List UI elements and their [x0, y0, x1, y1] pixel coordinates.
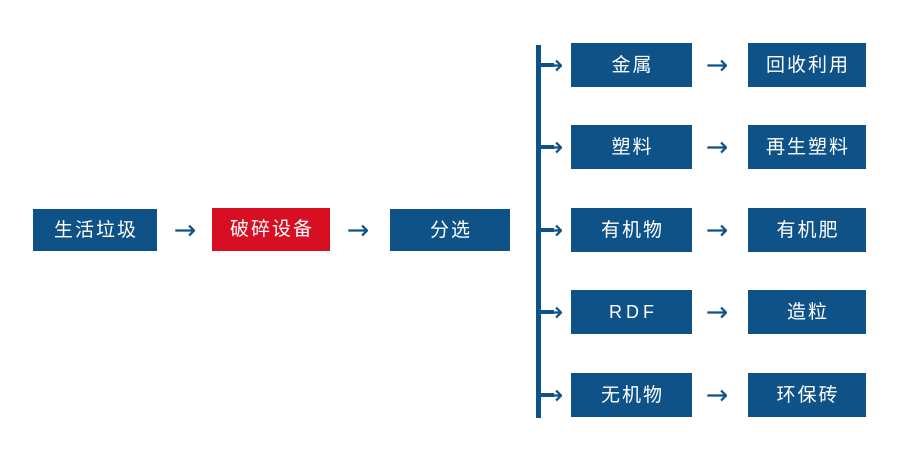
arrow-main-1-icon: → — [338, 209, 378, 251]
branch-arrow-1-icon: → — [534, 126, 570, 168]
arrow-glyph: → — [705, 49, 729, 81]
branch-stub-2 — [536, 228, 554, 232]
arrow-glyph: → — [540, 379, 564, 411]
arrow-branch-0-icon: → — [697, 44, 737, 86]
arrow-glyph: → — [705, 296, 729, 328]
node-branch-product-1[interactable]: 再生塑料 — [748, 125, 866, 169]
branch-stub-1 — [536, 145, 554, 149]
arrow-glyph: → — [540, 131, 564, 163]
node-branch-fraction-0-label: 金属 — [611, 54, 654, 76]
arrow-glyph: → — [705, 379, 729, 411]
arrow-glyph: → — [173, 214, 197, 246]
arrow-glyph: → — [540, 49, 564, 81]
node-main-2-label: 分选 — [429, 219, 472, 241]
node-branch-product-2[interactable]: 有机肥 — [748, 208, 866, 252]
arrow-glyph: → — [540, 296, 564, 328]
node-branch-fraction-3-label: RDF — [609, 302, 658, 322]
arrow-glyph: → — [705, 131, 729, 163]
node-branch-product-0-label: 回收利用 — [765, 54, 850, 76]
arrow-glyph: → — [540, 214, 564, 246]
node-branch-fraction-1-label: 塑料 — [611, 136, 654, 158]
node-main-1[interactable]: 破碎设备 — [212, 208, 330, 251]
branch-arrow-4-icon: → — [534, 374, 570, 416]
branch-arrow-3-icon: → — [534, 291, 570, 333]
node-main-1-label: 破碎设备 — [229, 219, 314, 240]
branch-arrow-0-icon: → — [534, 44, 570, 86]
node-branch-product-4[interactable]: 环保砖 — [748, 373, 866, 417]
arrow-branch-1-icon: → — [697, 126, 737, 168]
node-branch-product-0[interactable]: 回收利用 — [748, 43, 866, 87]
node-branch-product-3[interactable]: 造粒 — [748, 290, 866, 334]
branch-stub-3 — [536, 310, 554, 314]
node-branch-fraction-4-label: 无机物 — [600, 384, 664, 406]
node-branch-fraction-0[interactable]: 金属 — [571, 43, 692, 87]
node-branch-product-4-label: 环保砖 — [776, 384, 840, 406]
arrow-main-0-icon: → — [165, 209, 205, 251]
arrow-branch-3-icon: → — [697, 291, 737, 333]
branch-stub-4 — [536, 393, 554, 397]
node-branch-product-3-label: 造粒 — [786, 301, 829, 323]
arrow-branch-2-icon: → — [697, 209, 737, 251]
node-branch-product-2-label: 有机肥 — [776, 219, 840, 241]
node-branch-fraction-3[interactable]: RDF — [571, 290, 692, 334]
node-branch-fraction-1[interactable]: 塑料 — [571, 125, 692, 169]
branch-stub-0 — [536, 63, 554, 67]
node-branch-product-1-label: 再生塑料 — [765, 136, 850, 158]
node-main-0[interactable]: 生活垃圾 — [33, 209, 157, 251]
arrow-branch-4-icon: → — [697, 374, 737, 416]
node-branch-fraction-2-label: 有机物 — [600, 219, 664, 241]
branch-arrow-2-icon: → — [534, 209, 570, 251]
node-main-0-label: 生活垃圾 — [53, 219, 138, 241]
node-branch-fraction-4[interactable]: 无机物 — [571, 373, 692, 417]
node-main-2[interactable]: 分选 — [390, 209, 510, 251]
arrow-glyph: → — [705, 214, 729, 246]
arrow-glyph: → — [346, 214, 370, 246]
node-branch-fraction-2[interactable]: 有机物 — [571, 208, 692, 252]
